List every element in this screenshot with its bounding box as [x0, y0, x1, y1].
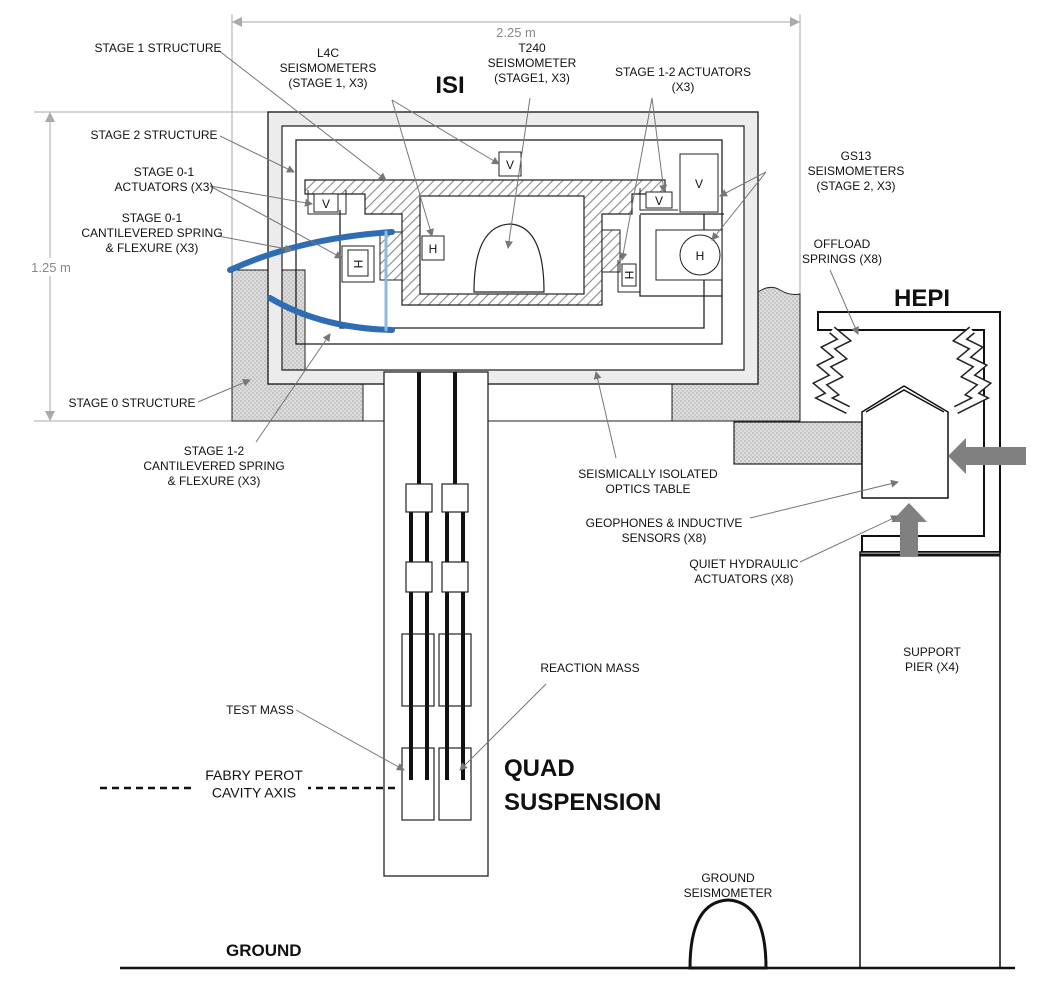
quad-suspension-title-line2: SUSPENSION	[504, 789, 661, 816]
stage01-actuator-v-label: V	[322, 197, 330, 211]
stage01-actuators-label-line-1: STAGE 0-1	[134, 165, 195, 179]
ground-seismometer-label-line-1: GROUND	[701, 871, 755, 885]
l4c-vertical-sensor-label: V	[506, 158, 514, 172]
gs13-vertical-label: V	[695, 177, 703, 191]
actuator-brackets	[307, 188, 678, 293]
reaction-mass-label-line-1: REACTION MASS	[540, 661, 639, 675]
stage12-actuators-label-line-1: STAGE 1-2 ACTUATORS	[615, 65, 751, 79]
stage01-spring-label-line-2: CANTILEVERED SPRING	[81, 226, 222, 240]
offload-springs-label-line-2: SPRINGS (X8)	[802, 252, 882, 266]
l4c-seismometers-label-line-2: SEISMOMETERS	[280, 61, 377, 75]
l4c-seismometers-label-line-3: (STAGE 1, X3)	[288, 76, 367, 90]
stage12-spring-label-line-2: CANTILEVERED SPRING	[143, 459, 284, 473]
optics-table-label-line-1: SEISMICALLY ISOLATED	[578, 467, 718, 481]
hydraulic-actuator-arrows	[891, 438, 1026, 556]
t240-seismometer-label-line-1: T240	[518, 41, 546, 55]
hepi-title: HEPI	[894, 285, 950, 312]
quad-suspension-title-line1: QUAD	[504, 755, 575, 782]
stage2-structure-label: STAGE 2 STRUCTURE	[90, 128, 217, 142]
stage01-actuators-label-line-2: ACTUATORS (X3)	[115, 180, 214, 194]
isi-title: ISI	[435, 72, 464, 99]
hepi-assembly	[733, 311, 1001, 969]
stage01-spring-label-line-3: & FLEXURE (X3)	[106, 241, 199, 255]
fabry-perot-label: FABRY PEROT CAVITY AXIS	[205, 767, 303, 801]
t240-seismometer-label-line-3: (STAGE1, X3)	[494, 71, 570, 85]
ground-seismometer-label-line-2: SEISMOMETER	[684, 886, 773, 900]
stage1-structure-label: STAGE 1 STRUCTURE	[94, 41, 221, 55]
hydraulic-actuators-label-line-1: QUIET HYDRAULIC	[689, 557, 798, 571]
test-mass-label: TEST MASS	[226, 703, 294, 717]
leader-lines	[197, 49, 899, 771]
l4c-horizontal-sensor-label: H	[429, 242, 438, 256]
stage2-structure-label-line-1: STAGE 2 STRUCTURE	[90, 128, 217, 142]
height-dimension-label: 1.25 m	[31, 260, 71, 275]
width-dimension-label: 2.25 m	[496, 25, 536, 40]
geophones-label-line-1: GEOPHONES & INDUCTIVE	[586, 516, 743, 530]
stage12-spring-label-line-1: STAGE 1-2	[184, 444, 245, 458]
support-pier-label-line-1: SUPPORT	[903, 645, 961, 659]
stage12-actuators-label-line-2: (X3)	[672, 80, 695, 94]
stage12-actuator-h-label: H	[622, 271, 636, 280]
stage12-actuator-v-label: V	[655, 194, 663, 208]
ground-seismometer-dome	[688, 898, 768, 970]
stage0-structure-label: STAGE 0 STRUCTURE	[68, 396, 195, 410]
gs13-seismometers-label-line-2: SEISMOMETERS	[808, 164, 905, 178]
test-mass-label-line-1: TEST MASS	[226, 703, 294, 717]
ground-title: GROUND	[226, 941, 302, 960]
support-pier-label-line-2: PIER (X4)	[905, 660, 959, 674]
offload-springs-label-line-1: OFFLOAD	[814, 237, 871, 251]
stage01-actuator-h-label: H	[351, 260, 365, 269]
stage0-structure-label-line-1: STAGE 0 STRUCTURE	[68, 396, 195, 410]
gs13-seismometers-label-line-1: GS13	[841, 149, 872, 163]
stage12-spring-label-line-3: & FLEXURE (X3)	[168, 474, 261, 488]
fabry-perot-label-line-1: FABRY PEROT	[205, 767, 303, 783]
stage12-actuators-label: STAGE 1-2 ACTUATORS(X3)	[615, 65, 751, 94]
gs13-seismometers-label-line-3: (STAGE 2, X3)	[816, 179, 895, 193]
quad-suspension	[383, 371, 489, 877]
t240-seismometer-label-line-2: SEISMOMETER	[488, 56, 577, 70]
stage1-structure-label-line-1: STAGE 1 STRUCTURE	[94, 41, 221, 55]
fabry-perot-label-line-2: CAVITY AXIS	[212, 785, 296, 801]
offload-springs	[811, 326, 993, 415]
stage01-spring-label-line-1: STAGE 0-1	[122, 211, 183, 225]
geophones-label-line-2: SENSORS (X8)	[622, 531, 707, 545]
t240-seismometer-dome	[473, 223, 545, 293]
reaction-mass-label: REACTION MASS	[540, 661, 639, 675]
gs13-horizontal-label: H	[696, 249, 705, 263]
cantilevered-springs	[227, 229, 395, 333]
optics-table-label-line-2: OPTICS TABLE	[606, 482, 691, 496]
hydraulic-actuators-label-line-2: ACTUATORS (X8)	[695, 572, 794, 586]
l4c-seismometers-label-line-1: L4C	[317, 46, 339, 60]
stage1-structure	[267, 111, 759, 385]
